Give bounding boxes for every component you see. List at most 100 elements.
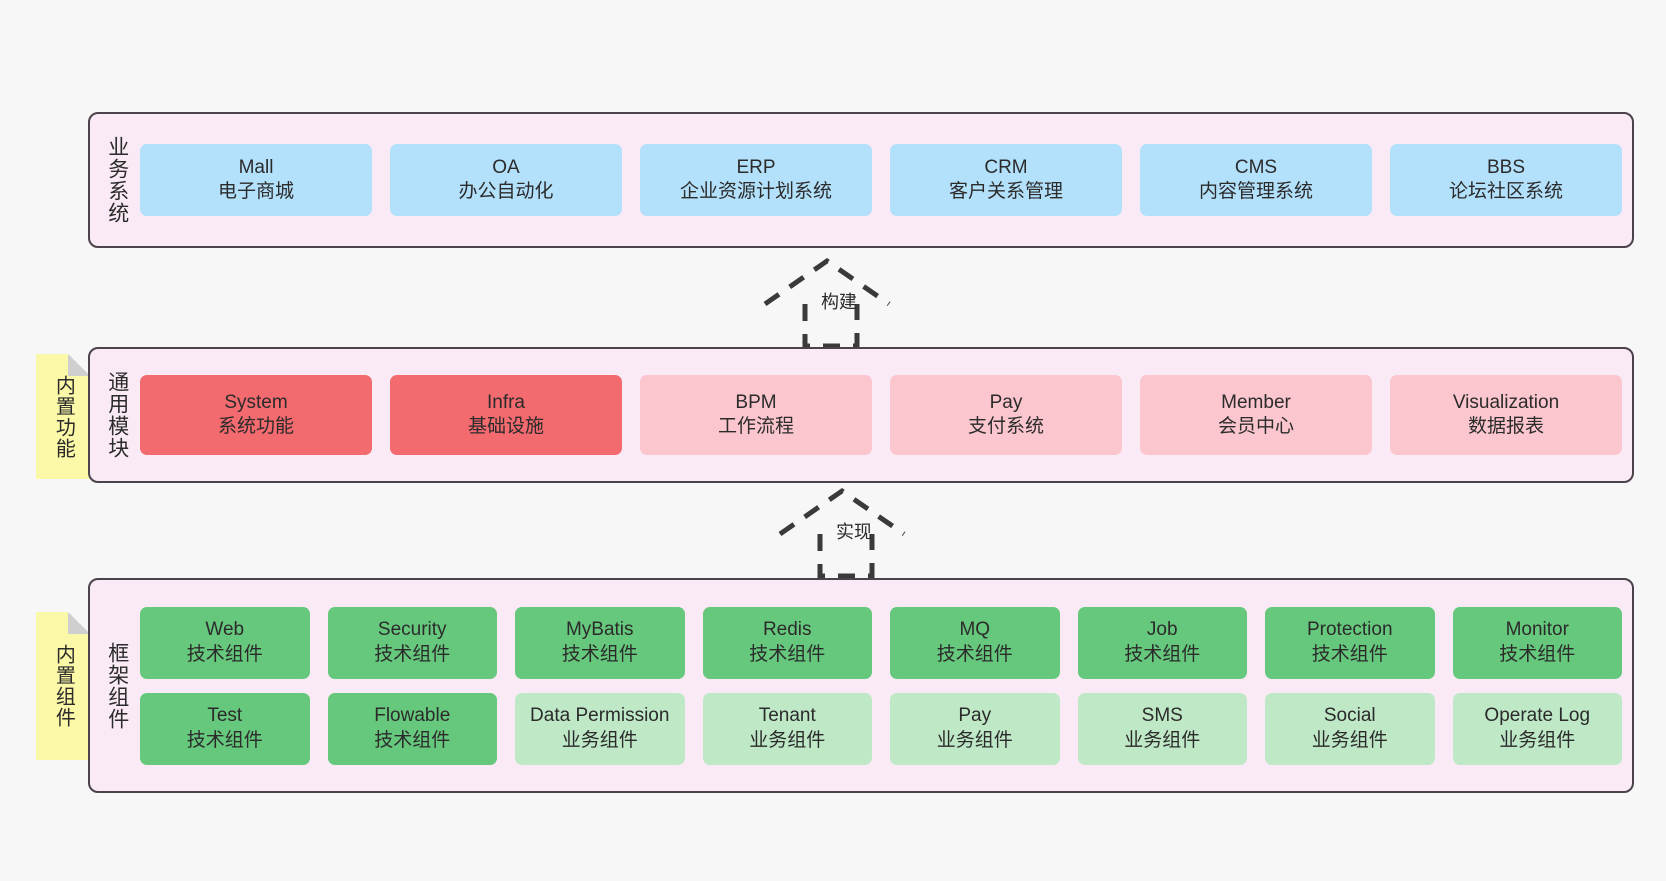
layer-common-modules-row: System 系统功能 Infra 基础设施 BPM 工作流程 Pay 支付系统… — [140, 375, 1622, 455]
node-oa-subtitle: 办公自动化 — [458, 181, 554, 202]
node-pay-module-subtitle: 支付系统 — [967, 416, 1044, 437]
connector-realize-label: 实现 — [836, 522, 872, 542]
node-mall-subtitle: 电子商城 — [217, 181, 294, 202]
node-redis-title: Redis — [762, 619, 812, 641]
node-bbs[interactable]: BBS 论坛社区系统 — [1390, 144, 1622, 216]
node-protection-subtitle: 技术组件 — [1311, 643, 1388, 665]
node-flowable-subtitle: 技术组件 — [374, 729, 451, 751]
node-monitor-subtitle: 技术组件 — [1499, 643, 1576, 665]
node-oa[interactable]: OA 办公自动化 — [390, 144, 622, 216]
node-cms[interactable]: CMS 内容管理系统 — [1140, 144, 1372, 216]
node-tenant-title: Tenant — [758, 705, 816, 727]
node-crm[interactable]: CRM 客户关系管理 — [890, 144, 1122, 216]
node-sms[interactable]: SMS 业务组件 — [1077, 692, 1247, 765]
node-operate-log-title: Operate Log — [1484, 705, 1591, 727]
node-web-subtitle: 技术组件 — [186, 643, 263, 665]
node-operate-log-subtitle: 业务组件 — [1499, 729, 1576, 751]
layer-business-system: 业务系统 Mall 电子商城 OA 办公自动化 ERP 企业资源计划系统 CRM… — [88, 112, 1634, 248]
node-security-subtitle: 技术组件 — [374, 643, 451, 665]
node-infra[interactable]: Infra 基础设施 — [390, 375, 622, 455]
node-bpm-subtitle: 工作流程 — [717, 416, 794, 437]
node-social-title: Social — [1323, 705, 1376, 727]
node-data-permission-subtitle: 业务组件 — [561, 729, 638, 751]
node-system-subtitle: 系统功能 — [217, 416, 294, 437]
node-social[interactable]: Social 业务组件 — [1265, 692, 1435, 765]
layer-business-system-row: Mall 电子商城 OA 办公自动化 ERP 企业资源计划系统 CRM 客户关系… — [140, 144, 1622, 216]
node-mybatis[interactable]: MyBatis 技术组件 — [515, 606, 685, 679]
node-protection[interactable]: Protection 技术组件 — [1265, 606, 1435, 679]
node-web[interactable]: Web 技术组件 — [140, 606, 310, 679]
node-mall-title: Mall — [238, 156, 274, 178]
node-erp[interactable]: ERP 企业资源计划系统 — [640, 144, 872, 216]
node-erp-title: ERP — [736, 156, 776, 178]
connector-build: 构建 — [735, 252, 935, 362]
layer-business-system-body: Mall 电子商城 OA 办公自动化 ERP 企业资源计划系统 CRM 客户关系… — [140, 122, 1622, 238]
layer-framework-components-row-2: Test 技术组件 Flowable 技术组件 Data Permission … — [140, 692, 1622, 765]
node-test-title: Test — [207, 705, 243, 727]
node-tenant-subtitle: 业务组件 — [749, 729, 826, 751]
node-test-subtitle: 技术组件 — [186, 729, 263, 751]
node-mq[interactable]: MQ 技术组件 — [890, 606, 1060, 679]
node-flowable-title: Flowable — [374, 705, 451, 727]
node-member[interactable]: Member 会员中心 — [1140, 375, 1372, 455]
node-pay-module[interactable]: Pay 支付系统 — [890, 375, 1122, 455]
node-mq-title: MQ — [959, 619, 991, 641]
node-system[interactable]: System 系统功能 — [140, 375, 372, 455]
node-visualization-subtitle: 数据报表 — [1467, 416, 1544, 437]
layer-common-modules-body: System 系统功能 Infra 基础设施 BPM 工作流程 Pay 支付系统… — [140, 357, 1622, 473]
node-bpm-title: BPM — [735, 391, 777, 413]
node-data-permission-title: Data Permission — [530, 705, 670, 727]
layer-framework-components-label: 框架组件 — [105, 641, 129, 730]
node-member-title: Member — [1221, 391, 1291, 413]
node-mybatis-subtitle: 技术组件 — [561, 643, 638, 665]
layer-business-system-label: 业务系统 — [105, 136, 129, 224]
node-security-title: Security — [377, 619, 447, 641]
node-protection-title: Protection — [1306, 619, 1393, 641]
note-builtin-components-label: 内置组件 — [52, 644, 75, 728]
node-crm-subtitle: 客户关系管理 — [948, 181, 1063, 202]
node-job[interactable]: Job 技术组件 — [1077, 606, 1247, 679]
node-social-subtitle: 业务组件 — [1311, 729, 1388, 751]
node-job-subtitle: 技术组件 — [1124, 643, 1201, 665]
node-job-title: Job — [1146, 619, 1178, 641]
node-flowable[interactable]: Flowable 技术组件 — [327, 692, 497, 765]
node-security[interactable]: Security 技术组件 — [327, 606, 497, 679]
build-arrow-icon — [763, 257, 891, 349]
node-bpm[interactable]: BPM 工作流程 — [640, 375, 872, 455]
node-cms-subtitle: 内容管理系统 — [1198, 181, 1313, 202]
node-oa-title: OA — [492, 156, 520, 178]
node-crm-title: CRM — [984, 156, 1028, 178]
layer-common-modules: 通用模块 System 系统功能 Infra 基础设施 BPM 工作流程 Pay… — [88, 347, 1634, 483]
node-data-permission[interactable]: Data Permission 业务组件 — [515, 692, 685, 765]
note-builtin-components: 内置组件 — [36, 612, 90, 760]
node-erp-subtitle: 企业资源计划系统 — [679, 181, 832, 202]
node-infra-subtitle: 基础设施 — [467, 416, 544, 437]
node-infra-title: Infra — [486, 391, 526, 413]
node-pay-component-title: Pay — [958, 705, 992, 727]
node-monitor-title: Monitor — [1505, 619, 1569, 641]
node-system-title: System — [224, 391, 288, 413]
node-tenant[interactable]: Tenant 业务组件 — [702, 692, 872, 765]
node-bbs-title: BBS — [1486, 156, 1526, 178]
node-redis[interactable]: Redis 技术组件 — [702, 606, 872, 679]
layer-framework-components-body: Web 技术组件 Security 技术组件 MyBatis 技术组件 Redi… — [140, 588, 1622, 783]
node-mall[interactable]: Mall 电子商城 — [140, 144, 372, 216]
node-mybatis-title: MyBatis — [565, 619, 634, 641]
node-sms-subtitle: 业务组件 — [1124, 729, 1201, 751]
layer-common-modules-label: 通用模块 — [105, 371, 129, 459]
node-pay-component[interactable]: Pay 业务组件 — [890, 692, 1060, 765]
node-web-title: Web — [205, 619, 245, 641]
node-visualization-title: Visualization — [1452, 391, 1560, 413]
node-pay-component-subtitle: 业务组件 — [936, 729, 1013, 751]
node-pay-module-title: Pay — [989, 391, 1023, 413]
node-operate-log[interactable]: Operate Log 业务组件 — [1452, 692, 1622, 765]
node-cms-title: CMS — [1234, 156, 1278, 178]
node-test[interactable]: Test 技术组件 — [140, 692, 310, 765]
node-sms-title: SMS — [1141, 705, 1183, 727]
node-monitor[interactable]: Monitor 技术组件 — [1452, 606, 1622, 679]
node-visualization[interactable]: Visualization 数据报表 — [1390, 375, 1622, 455]
node-member-subtitle: 会员中心 — [1217, 416, 1294, 437]
layer-framework-components: 框架组件 Web 技术组件 Security 技术组件 MyBatis 技术组件… — [88, 578, 1634, 793]
node-bbs-subtitle: 论坛社区系统 — [1448, 181, 1563, 202]
realize-arrow-icon — [778, 487, 906, 579]
